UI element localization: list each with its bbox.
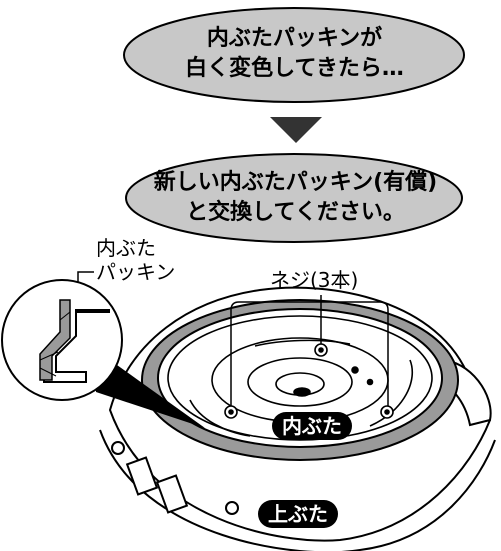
bottom-speech-bubble: [125, 153, 463, 243]
inner-lid-tag: 内ぶた: [272, 412, 352, 440]
packing-label-line2: パッキン: [96, 260, 176, 284]
down-arrow-icon: [270, 117, 322, 143]
screw-leader-lines: [230, 295, 389, 406]
top-speech-bubble: [123, 7, 465, 103]
zoom-pointer: [96, 350, 205, 428]
packing-zoom-circle: [1, 279, 123, 401]
top-bubble-line2: 白く変色してきたら…: [185, 56, 404, 81]
outer-lid-tag: 上ぶた: [258, 500, 338, 528]
bottom-bubble-line1: 新しい内ぶたパッキン(有償): [153, 170, 438, 195]
screws-label: ネジ(3本): [270, 268, 359, 292]
top-bubble-line1: 内ぶたパッキンが: [206, 26, 383, 51]
inner-lid-illustration: [167, 315, 433, 441]
packing-label-line1: 内ぶた: [96, 236, 156, 260]
bottom-bubble-line2: と交換してください。: [186, 200, 405, 225]
screw-marks: [224, 343, 394, 419]
